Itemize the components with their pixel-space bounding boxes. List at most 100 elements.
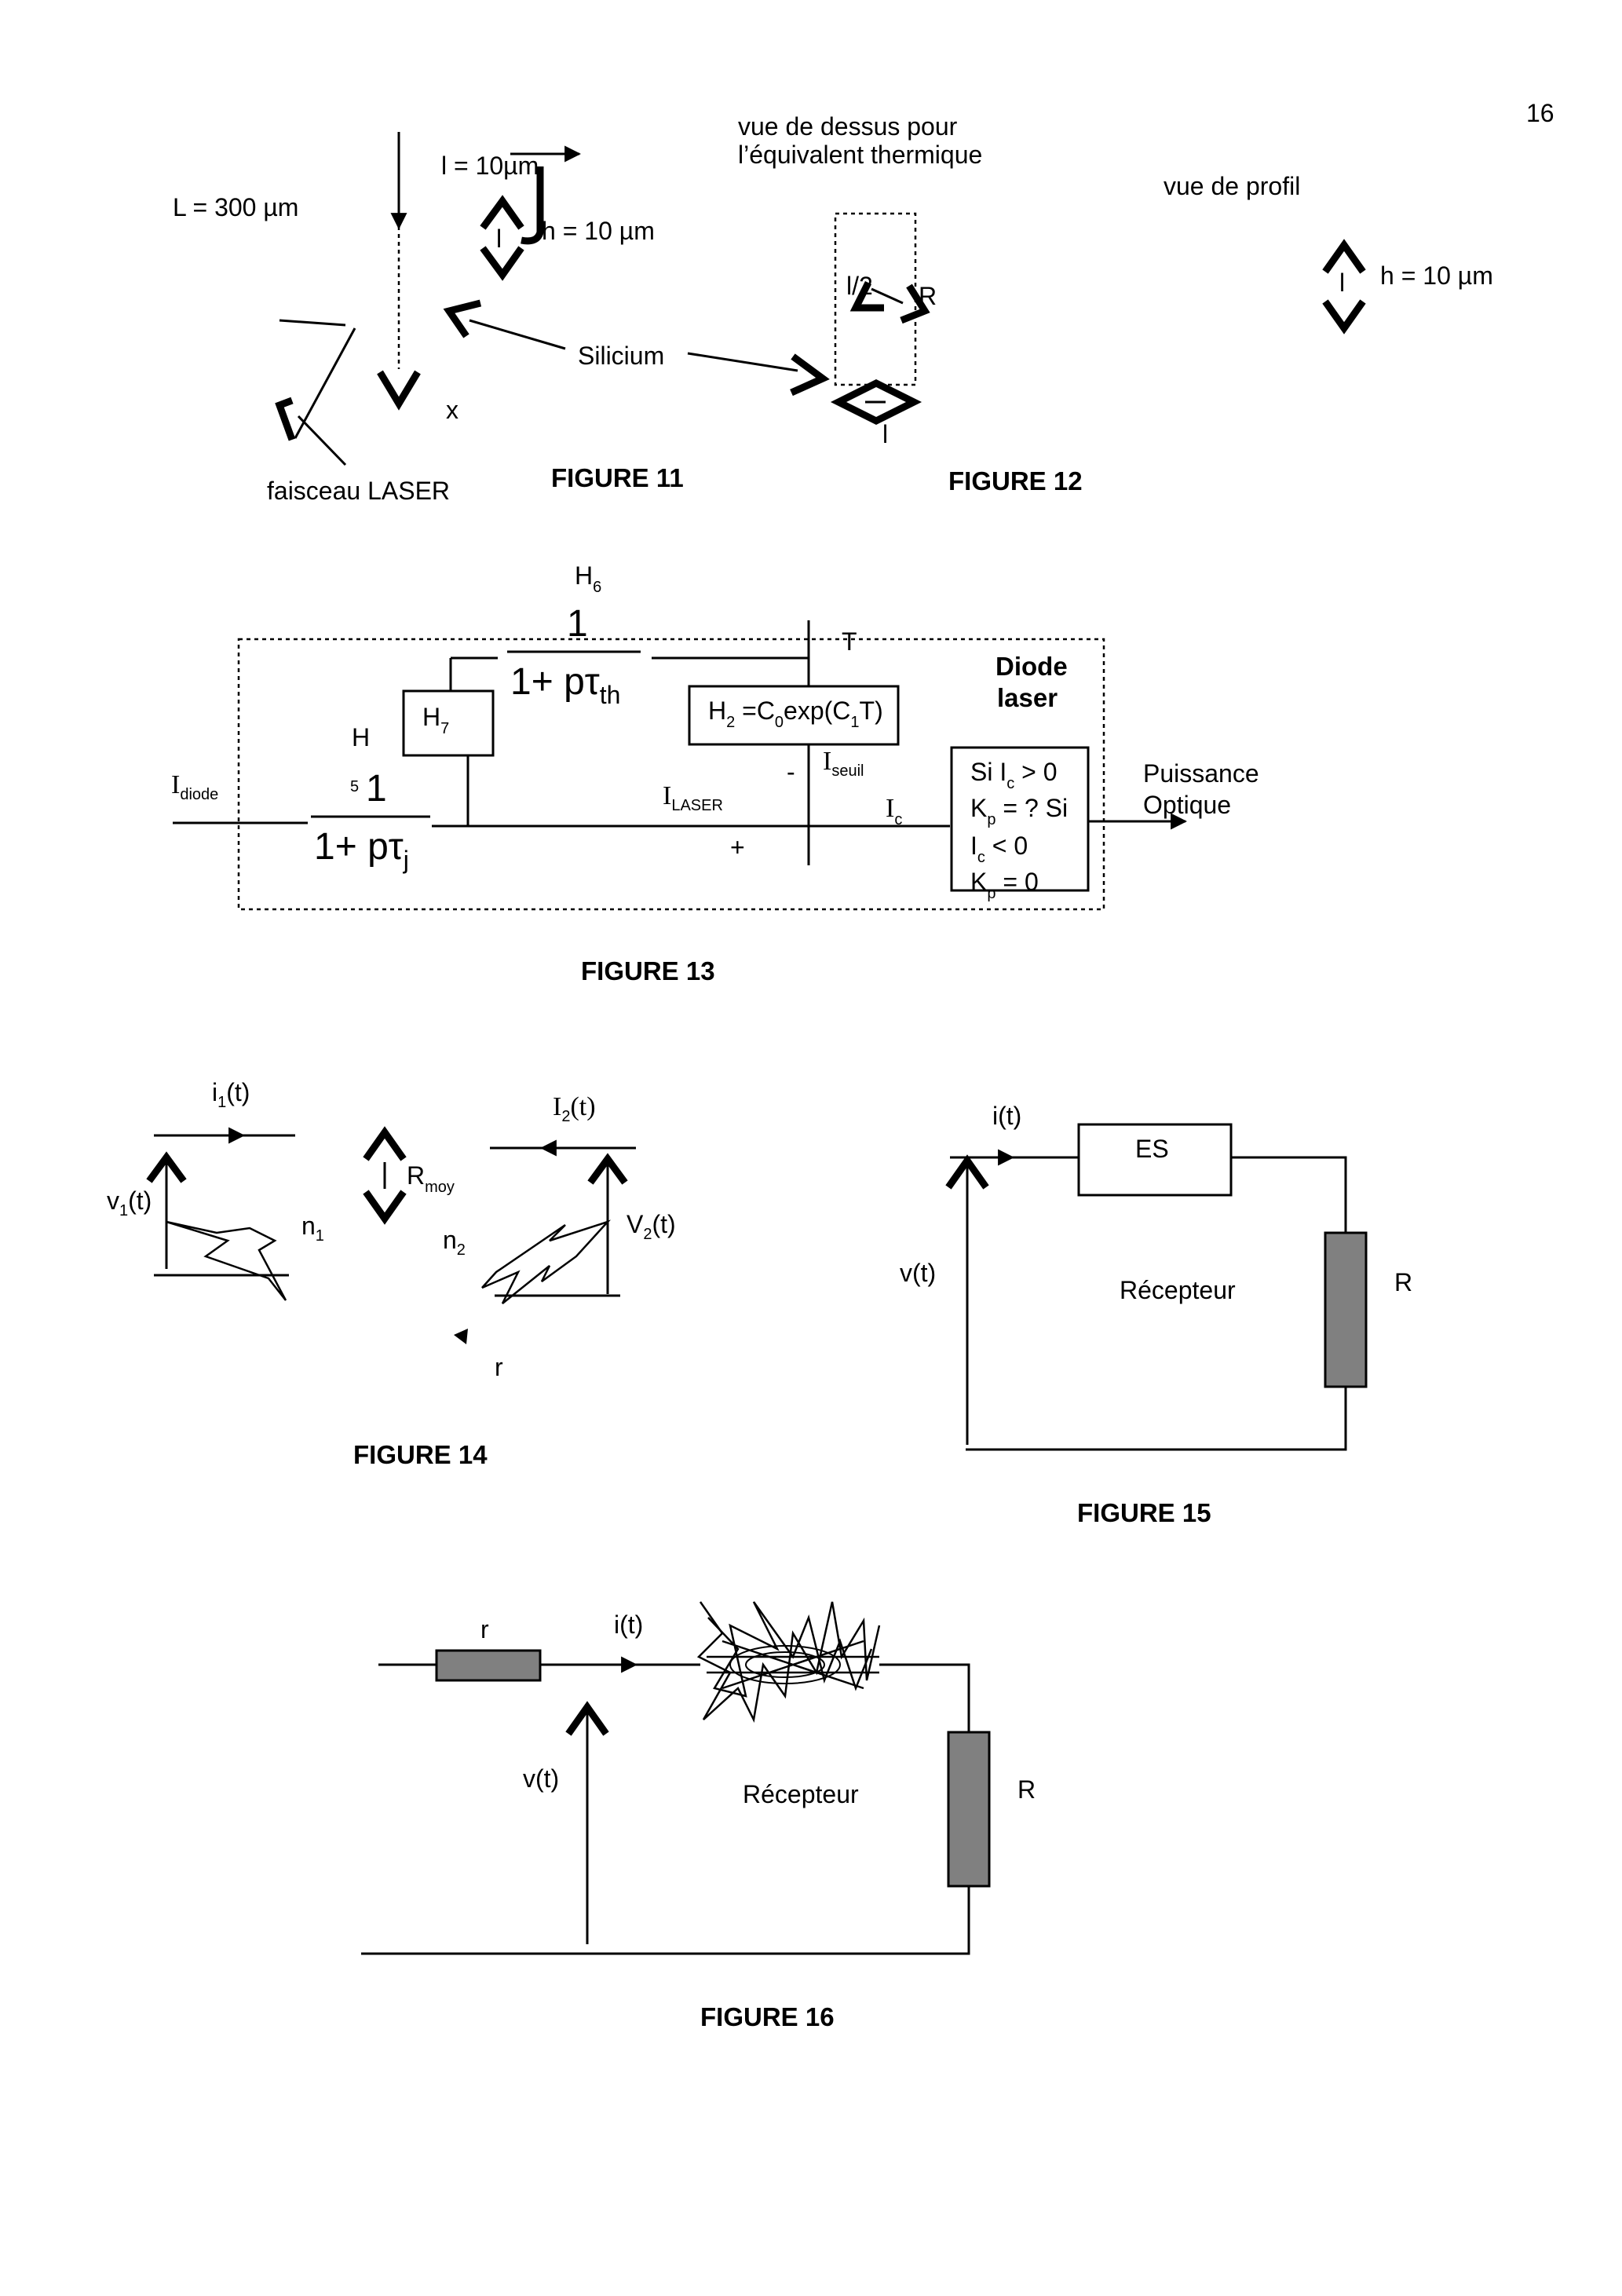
- figure-12-caption: FIGURE 12: [948, 466, 1083, 495]
- minus-sign: -: [787, 758, 795, 786]
- diode-label-line2: laser: [997, 683, 1058, 712]
- top-view-title-line2: l’équivalent thermique: [738, 141, 982, 169]
- profile-small-l: l: [1339, 269, 1345, 297]
- figure-13: H6 1 1+ pτth T H7 H2 =C0exp(C1T) Diode l…: [171, 561, 1259, 985]
- v2-label: V2(t): [627, 1210, 676, 1243]
- radius-chevron-icon: [849, 280, 884, 312]
- h7-block: [402, 689, 495, 757]
- i-diode-label: Idiode: [171, 770, 218, 803]
- length-label: L = 300 µm: [173, 193, 298, 221]
- top-view-title-line1: vue de dessus pour: [738, 112, 958, 141]
- kp-cond-line2: Kp = ? Si: [970, 794, 1068, 828]
- r-pointer-icon: [454, 1329, 468, 1344]
- recepteur-label: Récepteur: [1120, 1276, 1236, 1304]
- voltage-label: v(t): [900, 1259, 936, 1287]
- bottom-wire: [361, 1886, 970, 1955]
- figure-11-caption: FIGURE 11: [551, 463, 684, 492]
- figure-12: vue de dessus pour l’équivalent thermiqu…: [687, 112, 1493, 495]
- voltage-arrow-icon: [945, 1154, 989, 1190]
- primary-winding-icon: [166, 1220, 287, 1301]
- h5-label: H: [352, 723, 370, 751]
- kp-cond-line4: Kp = 0: [970, 868, 1039, 902]
- bottom-wire: [966, 1387, 1347, 1451]
- silicium-pointer-line: [469, 319, 566, 350]
- ic-label: Ic: [886, 794, 902, 828]
- voltage-label: v(t): [523, 1764, 559, 1793]
- v2-arrow-icon: [587, 1153, 628, 1185]
- h7-label: H7: [422, 703, 449, 737]
- figure-15-caption: FIGURE 15: [1077, 1498, 1211, 1527]
- current-label: i(t): [992, 1102, 1021, 1130]
- current-label: i(t): [614, 1610, 643, 1639]
- recepteur-label: Récepteur: [743, 1780, 859, 1808]
- laser-beam-lines: [279, 319, 356, 466]
- element-glyph-icon: [696, 1601, 881, 1723]
- figure-14: i1(t) v1(t) n1 Rmoy I2(t) V2(t) n2 r FIG…: [107, 1078, 676, 1469]
- h5-numerator: 1: [366, 768, 387, 810]
- t-label: T: [842, 627, 857, 656]
- page-number: 16: [1526, 99, 1554, 127]
- width-label: l = 10µm: [441, 152, 539, 180]
- silicium-pointer-line-2: [687, 352, 798, 372]
- height-double-arrow-icon: [480, 195, 524, 281]
- i2-label: I2(t): [553, 1092, 596, 1125]
- v1-label: v1(t): [107, 1186, 152, 1219]
- kp-block: [950, 746, 1090, 892]
- width-diamond-icon: [830, 378, 922, 426]
- v1-arrow-icon: [146, 1151, 187, 1183]
- small-l-label: l: [496, 225, 502, 253]
- diode-label-line1: Diode: [995, 652, 1068, 681]
- secondary-winding-icon: [481, 1219, 612, 1304]
- height-label: h = 10 µm: [542, 217, 655, 245]
- r-label: r: [495, 1353, 503, 1381]
- figure-15: i(t) ES R v(t) Récepteur FIGURE 15: [900, 1102, 1412, 1527]
- profile-height-double-arrow-icon: [1322, 239, 1366, 335]
- load-label: R: [1017, 1775, 1036, 1804]
- diode-laser-boundary: [237, 638, 1105, 911]
- x-axis-label: x: [446, 396, 458, 424]
- kp-cond-line1: Si Ic > 0: [970, 758, 1058, 792]
- figure-16: r i(t) R v(t) Récepteur FIGURE 16: [361, 1601, 1036, 2031]
- v1-lines: [154, 1162, 289, 1277]
- output-label-line2: Optique: [1143, 791, 1231, 819]
- h6-numerator: 1: [567, 603, 588, 645]
- h2-expression: H2 =C0exp(C1T): [708, 696, 883, 731]
- h6-denominator: 1+ pτth: [510, 661, 620, 709]
- load-resistor: [1324, 1231, 1368, 1388]
- h2-block: [688, 685, 900, 746]
- right-top-wire: [1231, 1156, 1347, 1233]
- rmoy-label: Rmoy: [407, 1161, 455, 1196]
- radius-line: [871, 287, 904, 305]
- figure-14-caption: FIGURE 14: [353, 1440, 488, 1469]
- i-laser-label: ILASER: [663, 781, 723, 814]
- x-axis-chevron-icon: [377, 370, 421, 411]
- figure-16-caption: FIGURE 16: [700, 2002, 835, 2031]
- n2-label: n2: [443, 1226, 466, 1259]
- series-resistor-label: r: [480, 1615, 489, 1643]
- es-block: [1077, 1123, 1233, 1197]
- laser-chevron-icon: [275, 397, 296, 441]
- figure-13-caption: FIGURE 13: [581, 956, 715, 985]
- silicium-chevron-icon: [443, 299, 482, 338]
- silicium-arrow-icon: [790, 353, 830, 397]
- profile-view-title: vue de profil: [1164, 172, 1300, 200]
- voltage-arrow-icon: [565, 1701, 609, 1736]
- rmoy-double-arrow-icon: [363, 1126, 407, 1225]
- v2-lines: [495, 1164, 620, 1297]
- i-seuil-label: Iseuil: [823, 747, 864, 780]
- h6-label: H6: [575, 561, 601, 596]
- i1-label: i1(t): [212, 1078, 250, 1111]
- width-bottom-label: l: [882, 420, 888, 448]
- kp-cond-line3: Ic < 0: [970, 832, 1028, 866]
- figure-11: L = 300 µm l = 10µm h = 10 µm l x Silici…: [173, 132, 684, 505]
- series-resistor: [435, 1649, 542, 1682]
- silicium-label: Silicium: [578, 342, 664, 370]
- h5-denominator: 1+ pτj: [314, 826, 409, 874]
- radius-arrow-icon: [900, 283, 930, 324]
- profile-height-label: h = 10 µm: [1380, 261, 1493, 290]
- plus-sign: +: [730, 833, 745, 861]
- hook-glyph: [521, 166, 544, 245]
- h5-sub: 5: [350, 778, 359, 795]
- load-label: R: [1394, 1268, 1412, 1296]
